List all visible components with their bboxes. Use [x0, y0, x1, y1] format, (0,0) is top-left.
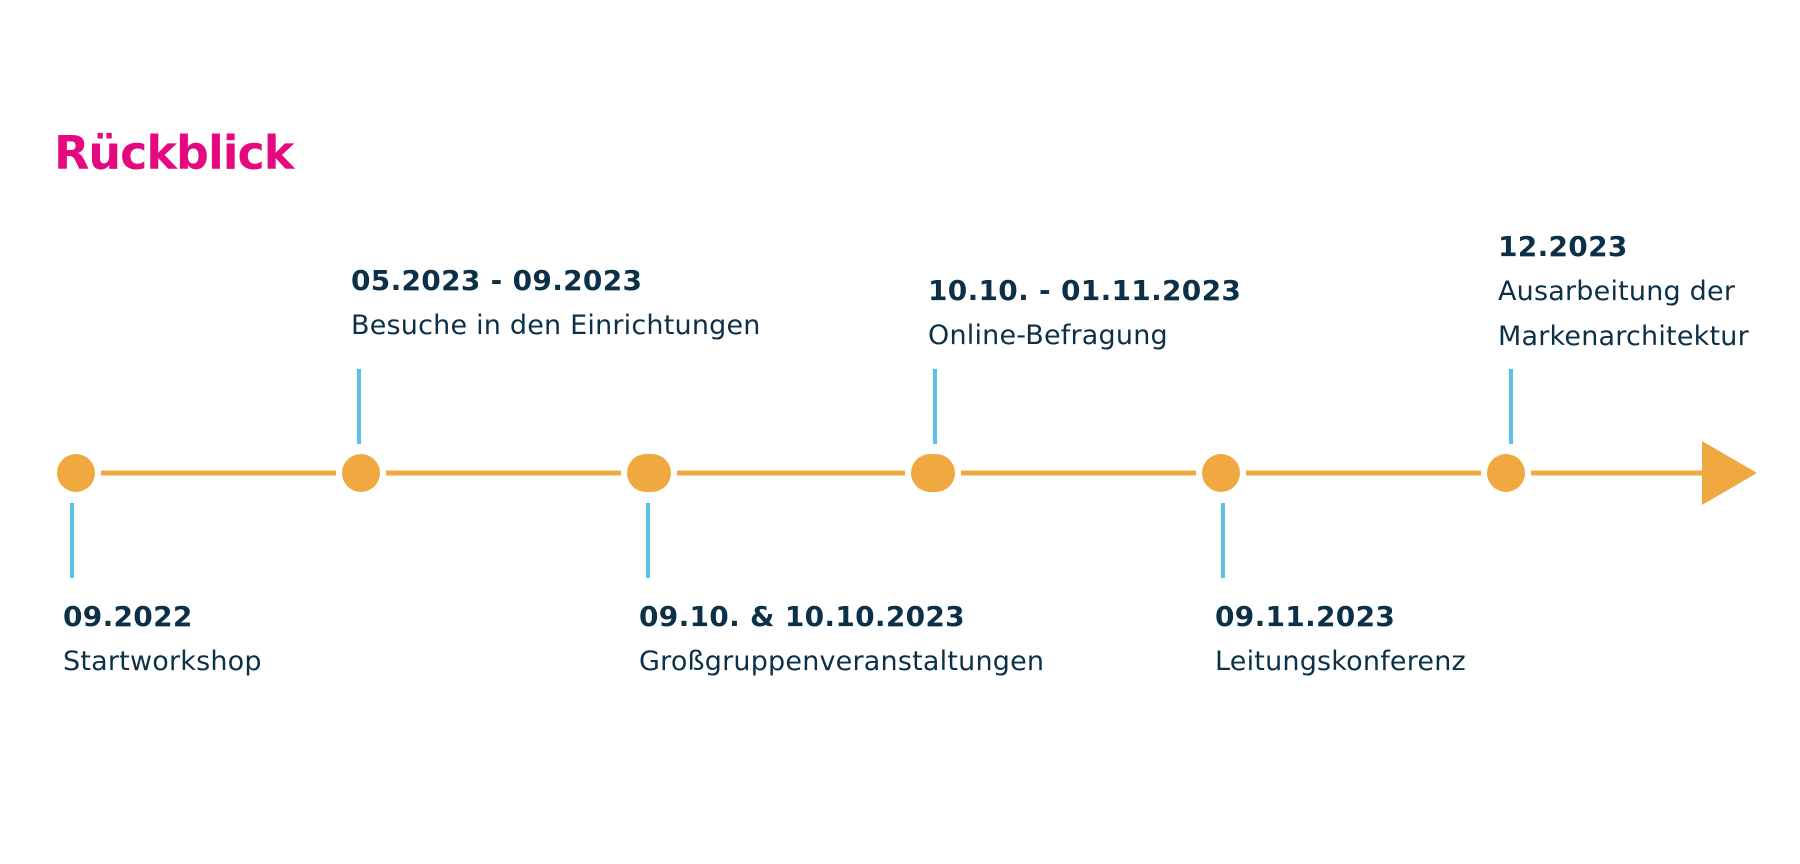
- timeline-node: [627, 454, 671, 492]
- event-description: Startworkshop: [63, 646, 262, 677]
- event-description: Online-Befragung: [928, 320, 1168, 351]
- event-description: Großgruppenveranstaltungen: [639, 646, 1045, 677]
- event-description: Ausarbeitung der: [1498, 276, 1736, 307]
- event-label: 05.2023 - 09.2023 Besuche in den Einrich…: [351, 258, 761, 348]
- event-label: 10.10. - 01.11.2023 Online-Befragung: [928, 268, 1241, 358]
- event-date: 09.2022: [63, 600, 193, 633]
- event-date: 05.2023 - 09.2023: [351, 264, 643, 297]
- event-date: 12.2023: [1498, 230, 1628, 263]
- event-date: 09.10. & 10.10.2023: [639, 600, 965, 633]
- event-label: 09.2022 Startworkshop: [63, 594, 262, 684]
- event-label: 09.10. & 10.10.2023 Großgruppenveranstal…: [639, 594, 1044, 684]
- event-date: 09.11.2023: [1215, 600, 1396, 633]
- arrow-icon: [1702, 441, 1757, 505]
- event-description: Leitungskonferenz: [1215, 646, 1466, 677]
- event-label: 09.11.2023 Leitungskonferenz: [1215, 594, 1466, 684]
- timeline-node: [1487, 454, 1525, 492]
- event-label: 12.2023 Ausarbeitung der Markenarchitekt…: [1498, 224, 1749, 359]
- timeline-node: [911, 454, 955, 492]
- timeline-node: [57, 454, 95, 492]
- timeline-node: [342, 454, 380, 492]
- event-description: Markenarchitektur: [1498, 321, 1749, 352]
- event-date: 10.10. - 01.11.2023: [928, 274, 1242, 307]
- event-description: Besuche in den Einrichtungen: [351, 310, 761, 341]
- page-title: Rückblick: [54, 126, 294, 180]
- timeline-node: [1202, 454, 1240, 492]
